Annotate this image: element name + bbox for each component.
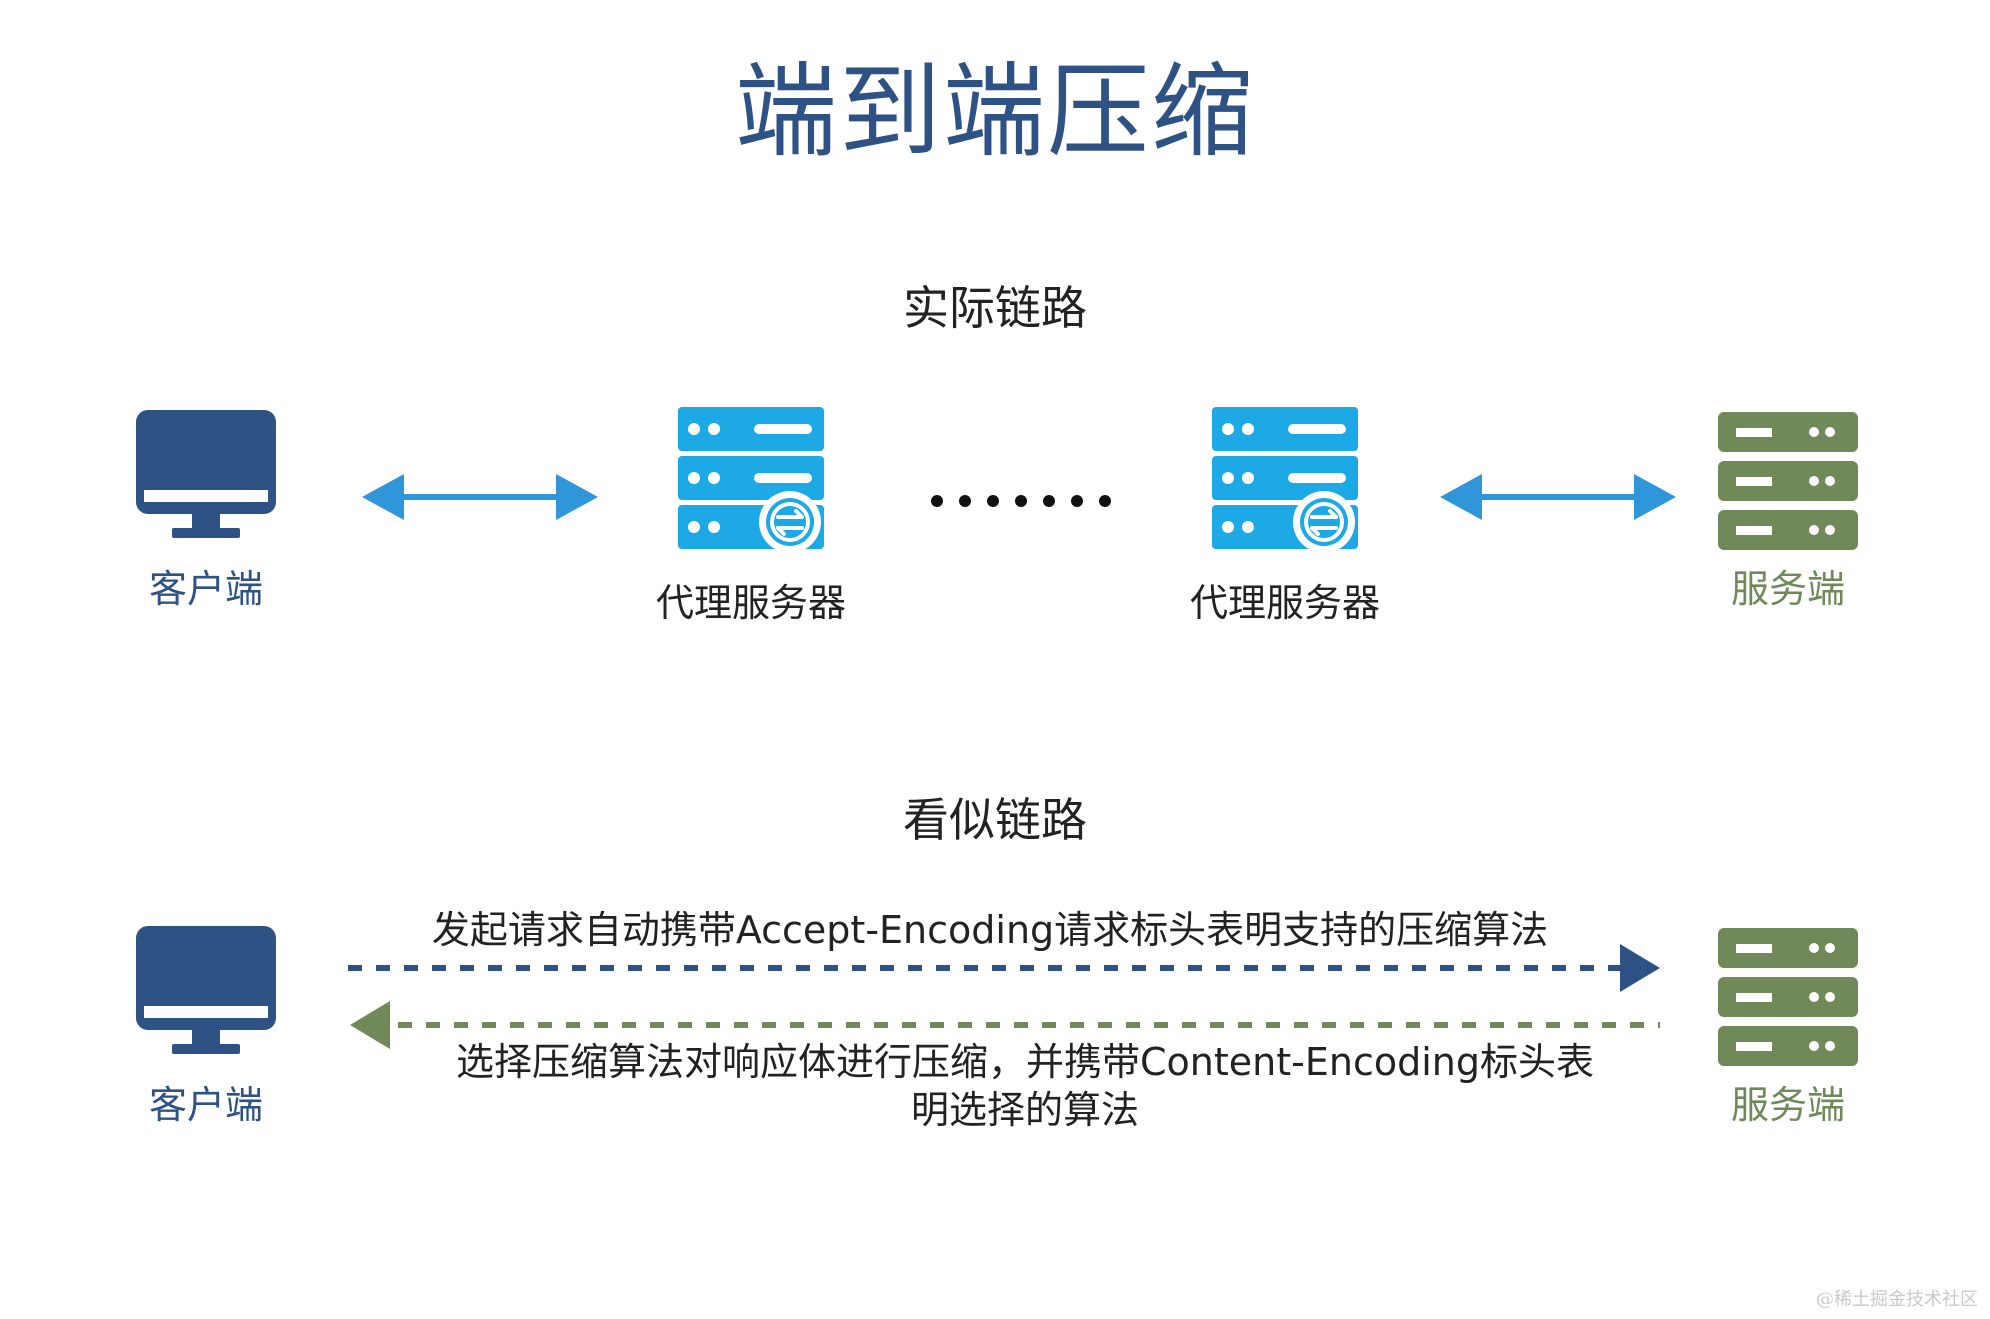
proxy-server-icon-2 [1210, 405, 1360, 555]
response-arrow [350, 1001, 1660, 1049]
bidirectional-arrow-left [362, 474, 598, 520]
response-text-line1: 选择压缩算法对响应体进行压缩，并携带Content-Encoding标头表 [456, 1040, 1594, 1084]
client-label-2: 客户端 [148, 1083, 263, 1127]
client-icon-2 [136, 926, 276, 1054]
client-label: 客户端 [148, 567, 263, 611]
section-title-apparent: 看似链路 [903, 793, 1087, 847]
page-title: 端到端压缩 [735, 53, 1255, 172]
request-arrow [348, 944, 1660, 992]
proxy2-label: 代理服务器 [1189, 581, 1380, 625]
response-text-line2: 明选择的算法 [910, 1088, 1139, 1132]
client-icon [136, 410, 276, 538]
proxy-server-icon-1 [676, 405, 826, 555]
server-label-2: 服务端 [1730, 1083, 1845, 1127]
bidirectional-arrow-right [1440, 474, 1676, 520]
server-icon-2 [1718, 928, 1858, 1066]
section-title-actual: 实际链路 [903, 281, 1087, 335]
server-icon [1718, 412, 1858, 550]
proxy1-label: 代理服务器 [655, 581, 846, 625]
ellipsis-dots [931, 495, 1111, 507]
watermark: @稀土掘金技术社区 [1816, 1289, 1978, 1310]
request-text: 发起请求自动携带Accept-Encoding请求标头表明支持的压缩算法 [431, 908, 1549, 952]
server-label: 服务端 [1730, 567, 1845, 611]
